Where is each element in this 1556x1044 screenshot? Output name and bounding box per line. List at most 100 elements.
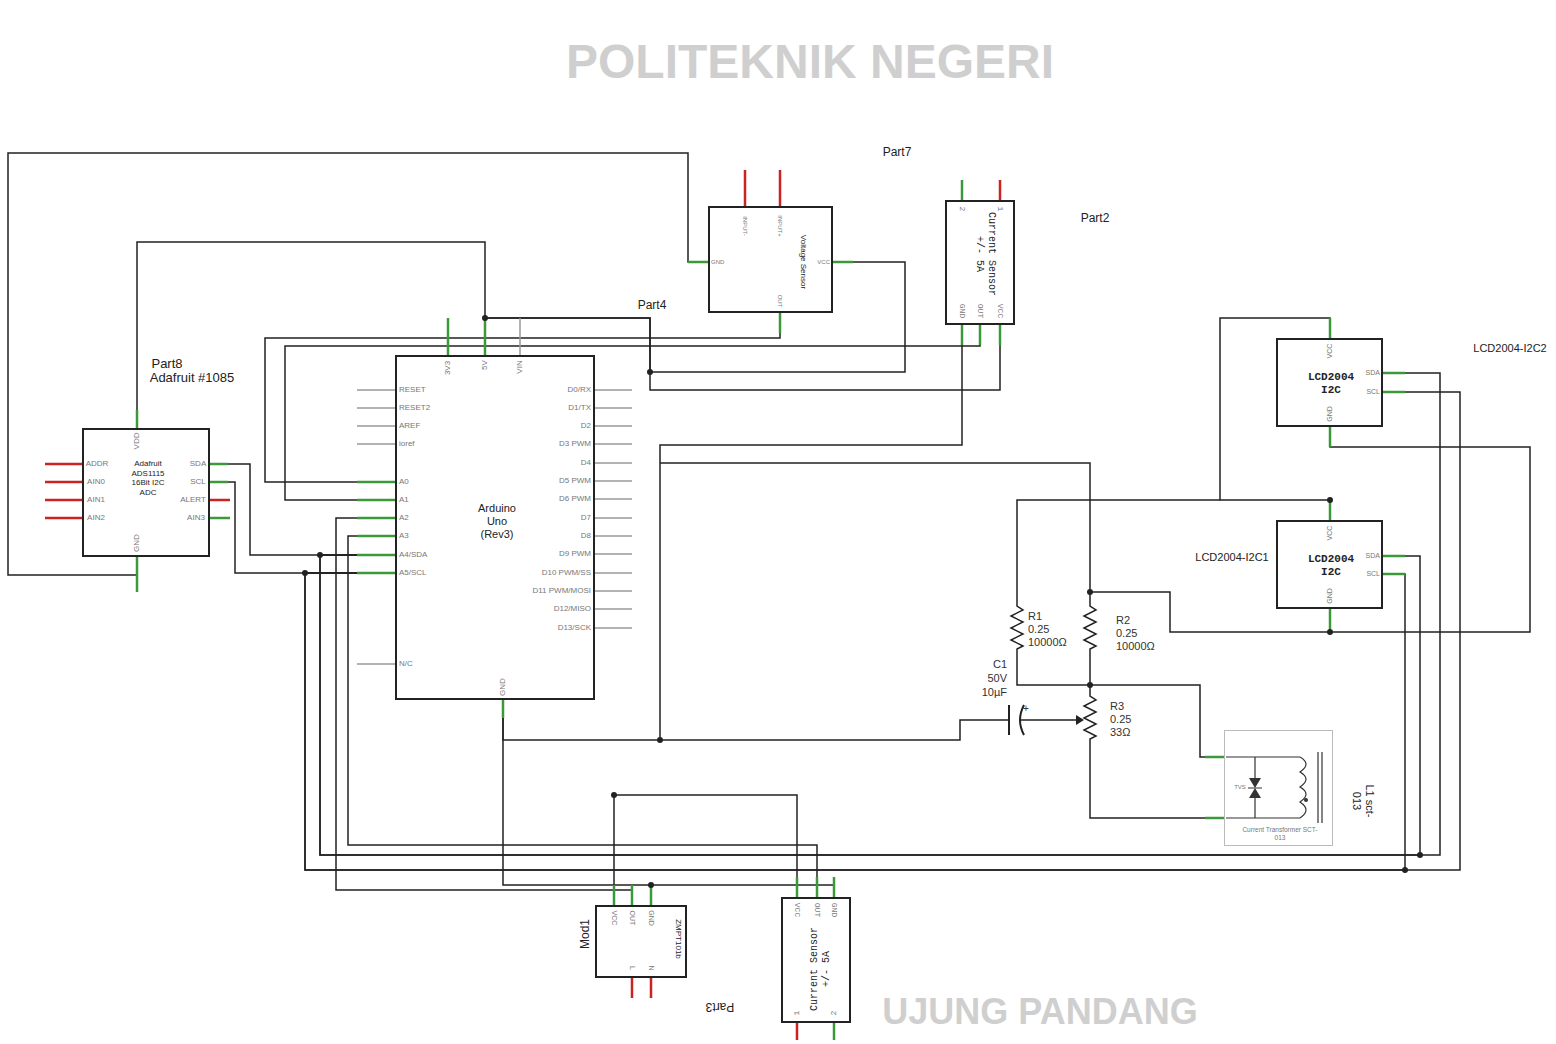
signal-wire [614,795,797,905]
pin-name: AIN3 [187,514,205,523]
pin-name: D12/MISO [554,605,591,614]
pin-name: N [647,965,655,970]
pin-name: VCC [793,903,802,917]
pin-name: SDA [1366,552,1380,560]
part-label: LCD2004-I2C1 [1195,551,1268,564]
component-value: 0.25 [1110,713,1131,725]
part-label: Part7 [883,145,912,159]
junction-dot [657,737,663,743]
junction-dot [1417,852,1423,858]
pin-name: D6 PWM [559,495,591,504]
pin-name: VIN [516,360,525,373]
pin-name: AIN0 [87,478,105,487]
component-value: R1 [1028,610,1042,622]
pin-name: A2 [399,514,409,523]
part-label: Part3 [706,1000,735,1014]
pin-name: TVS [1234,784,1246,791]
signal-wire [503,700,651,905]
pin-name: N/C [399,660,413,669]
pin-name: SDA [1366,369,1380,377]
pin-name: D5 PWM [559,477,591,486]
pin-name: D9 PWM [559,550,591,559]
component-value: + [1023,703,1029,714]
pin-name: GND [647,910,655,926]
module-name: Adafruit ADS1115 16Bit I2C ADC [130,459,166,497]
voltage-transformer-module: Mod1ZMPT101b [595,905,687,978]
watermark-text: POLITEKNIK NEGERI [566,36,1054,89]
transformer-symbol [1226,752,1322,823]
component-value: 33Ω [1110,726,1130,738]
pin-name: D10 PWM/SS [542,569,591,578]
junction-dot [647,369,653,375]
pin-name: D13/SCK [558,624,591,633]
module-name: ZMPT101b [673,919,683,959]
pin-name: AIN1 [87,496,105,505]
module-name: Voltage Sensor [798,235,808,289]
signal-wire [285,325,980,500]
tvs-diode [1249,778,1261,788]
signal-wire [660,463,1330,818]
component-value: C1 [993,658,1007,670]
pin-name: OUT [777,295,784,308]
component-value: 0.25 [1028,623,1049,635]
part-label: L1 sct-013 [1350,779,1376,824]
pin-name: VDD [133,433,142,450]
module-name: LCD2004 I2C [1301,553,1361,579]
module-name: Current Sensor +/- 5A [973,209,997,299]
pin-name: VCC [1326,344,1334,359]
pin-name: 1 [996,207,1005,212]
pin-name: RESET2 [399,404,430,413]
red-pins [45,170,1000,1040]
pin-name: SDA [190,460,206,469]
pin-name: ALERT [180,496,206,505]
part-label: LCD2004-I2C2 [1473,342,1546,355]
part-label: Adafruit #1085 [150,370,235,386]
pin-name: GND [711,259,724,266]
pin-name: D3 PWM [559,440,591,449]
pin-name: VCC [996,304,1005,318]
component-value: R2 [1116,614,1130,626]
pin-name: INPUT- [742,216,749,236]
junction-dot [317,552,323,558]
pin-name: AIN2 [87,514,105,523]
capacitor-symbol [1009,705,1024,735]
pin-name: ioref [399,440,415,449]
part-label: Part2 [1081,211,1110,225]
component-value: 0.25 [1116,627,1137,639]
pin-name: D4 [581,459,591,468]
pin-name: VCC [817,259,830,266]
pin-name: GND [958,304,967,318]
junction-dot [1327,497,1333,503]
part-label: Part8 [151,356,182,372]
junction-dot [482,315,488,321]
pin-name: A4/SDA [399,551,427,560]
part-label: Part4 [638,298,667,312]
pin-name: 3V3 [444,361,453,375]
pin-name: D0/RX [567,386,591,395]
module-name: Current Sensor +/- 5A [809,924,833,1014]
signal-wire [210,482,395,573]
module-name: LCD2004 I2C [1301,371,1361,397]
pin-name: INPUT+ [777,215,784,237]
pin-name: GND [133,534,142,552]
pin-name: SCL [1366,570,1380,578]
pin-name: A3 [399,532,409,541]
tvs-diode [1249,788,1261,798]
pin-name: D8 [581,532,591,541]
pin-name: OUT [628,911,636,926]
component-value: 10000Ω [1028,636,1067,648]
pin-name: GND [499,678,508,696]
pin-name: ADDR [86,460,109,469]
module-name: Arduino Uno (Rev3) [472,502,522,542]
pin-name: 5V [481,360,490,370]
pin-name: AREF [399,422,420,431]
part-label: Mod1 [578,919,592,949]
pin-name: OUT [976,304,985,318]
component-value: 50V [987,672,1007,684]
signal-wire [210,464,395,555]
junction-dot [648,882,654,888]
pin-name: GND [1326,588,1334,604]
pin-name: L [628,966,636,970]
component-value: 10µF [982,686,1007,698]
